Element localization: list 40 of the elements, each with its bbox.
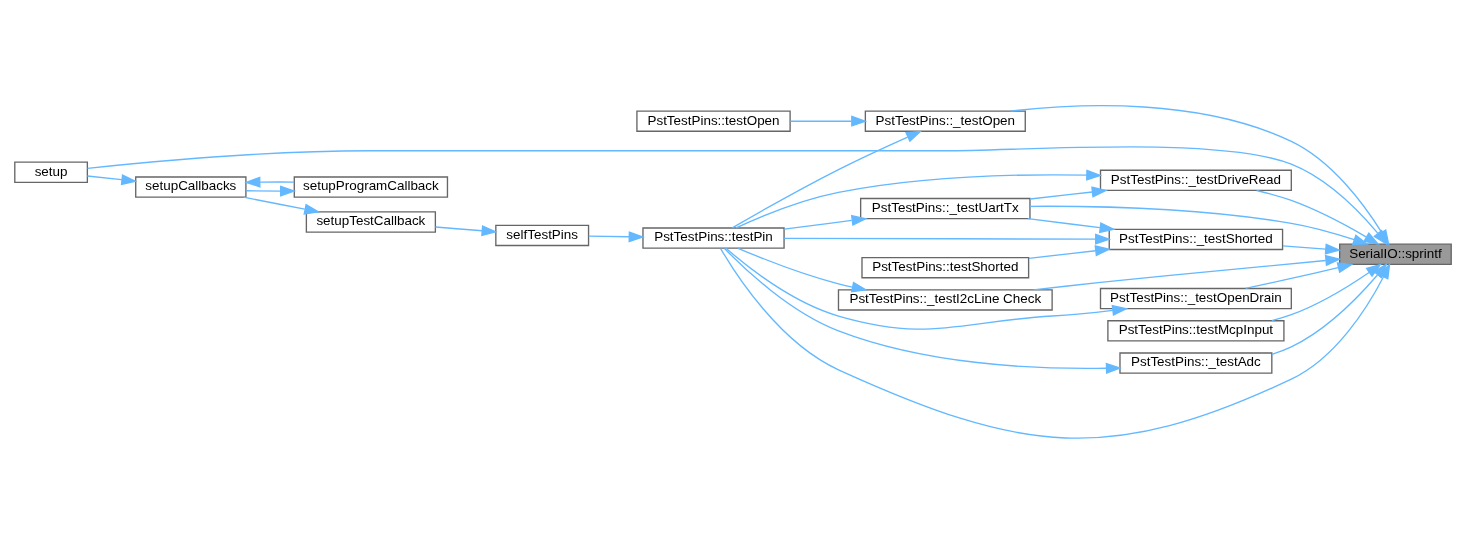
arrow bbox=[1028, 205, 1369, 245]
arrow bbox=[731, 130, 922, 229]
arrow bbox=[86, 173, 137, 185]
arrow bbox=[434, 224, 498, 236]
node-box: PstTestPins::_testAdc bbox=[1118, 351, 1272, 374]
node-box: PstTestPins::_testDriveRead bbox=[1099, 169, 1292, 191]
arrow bbox=[1281, 242, 1341, 255]
node-box: PstTestPins::_testUartTx bbox=[859, 197, 1031, 219]
arrow bbox=[1027, 244, 1111, 259]
arrow bbox=[789, 115, 867, 127]
arrow bbox=[724, 247, 1128, 330]
node-box: setupProgramCallback bbox=[293, 175, 448, 198]
node-box: PstTestPins::_testShorted bbox=[1108, 228, 1283, 250]
arrow bbox=[1032, 254, 1341, 290]
arrow bbox=[736, 247, 868, 293]
arrow bbox=[723, 247, 1122, 374]
node-box: PstTestPins::testShorted bbox=[860, 256, 1029, 278]
arrow bbox=[1255, 189, 1380, 245]
arrow bbox=[245, 184, 296, 197]
node-box: setupTestCallback bbox=[305, 210, 436, 233]
node-box: PstTestPins::testMcpInput bbox=[1106, 319, 1285, 342]
node-box: SerialIO::sprintf bbox=[1338, 243, 1452, 265]
node-box: PstTestPins::testPin bbox=[641, 226, 785, 249]
arrow bbox=[1026, 217, 1116, 233]
arrow bbox=[587, 230, 645, 242]
arrow bbox=[734, 168, 1102, 228]
arrow bbox=[783, 214, 868, 230]
node-box: selfTestPins bbox=[494, 224, 589, 246]
node-box: setupCallbacks bbox=[134, 175, 247, 198]
arrow bbox=[242, 196, 320, 215]
node-box: PstTestPins::_testOpen bbox=[864, 109, 1026, 132]
arrow bbox=[1029, 185, 1108, 200]
arrow bbox=[782, 233, 1111, 245]
arrow bbox=[1270, 262, 1382, 321]
arrow bbox=[1244, 261, 1354, 289]
node-box: setup bbox=[13, 161, 88, 183]
node-box: PstTestPins::testOpen bbox=[635, 109, 791, 132]
node-box: PstTestPins::_testOpenDrain bbox=[1099, 287, 1292, 309]
arrow bbox=[243, 176, 295, 188]
node-box: PstTestPins::_testI2cLine Check bbox=[837, 288, 1053, 311]
